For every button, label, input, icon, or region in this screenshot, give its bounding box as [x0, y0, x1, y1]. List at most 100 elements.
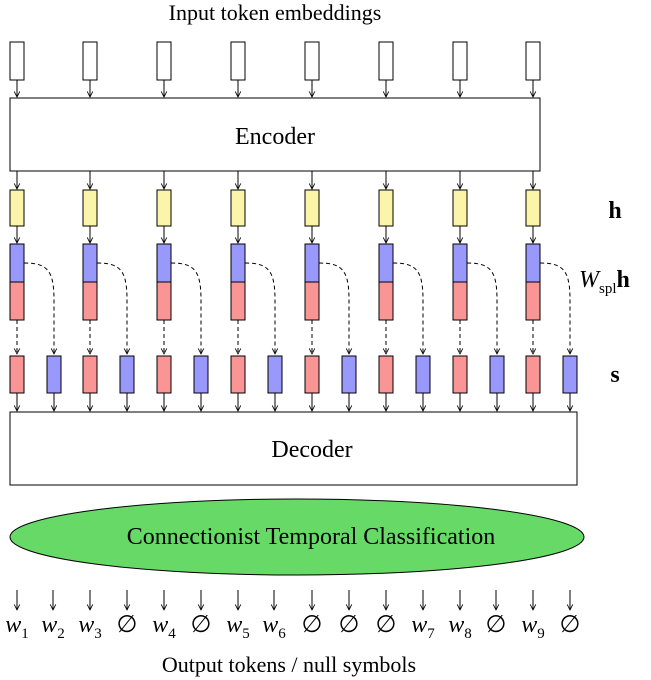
hidden-state-2	[82, 189, 98, 227]
output-token-base-1: w	[5, 612, 21, 638]
output-token-7: w5	[226, 612, 250, 642]
label-wsplh: Wsplh	[579, 267, 630, 297]
footer-output-tokens: Output tokens / null symbols	[162, 652, 416, 677]
s-red-7	[452, 355, 468, 394]
output-token-base-4: ∅	[117, 612, 138, 638]
output-token-10: ∅	[339, 612, 360, 638]
output-token-base-10: ∅	[339, 612, 360, 638]
dashed-routing	[17, 262, 570, 354]
input-embeddings	[9, 41, 541, 81]
input-embedding-box-7	[452, 41, 468, 81]
hidden-state-8	[525, 189, 541, 227]
output-token-base-9: ∅	[302, 612, 323, 638]
output-token-base-2: w	[41, 612, 57, 638]
input-embedding-box-2	[82, 41, 98, 81]
output-token-14: ∅	[486, 612, 507, 638]
output-token-base-3: w	[78, 612, 94, 638]
output-token-5: w4	[152, 612, 176, 642]
output-token-1: w1	[5, 612, 29, 642]
hidden-state-3	[156, 189, 172, 227]
split-blue-8	[525, 243, 541, 283]
output-token-sub-13: 8	[464, 626, 472, 642]
input-embedding-box-3	[156, 41, 172, 81]
output-token-base-14: ∅	[486, 612, 507, 638]
output-token-base-13: w	[448, 612, 464, 638]
label-s: s	[610, 362, 619, 388]
decoder-box	[9, 411, 578, 486]
output-token-6: ∅	[191, 612, 212, 638]
output-token-sub-2: 2	[57, 626, 65, 642]
connection-arrows	[17, 80, 570, 411]
split-sequence	[9, 355, 578, 394]
s-blue-7	[489, 355, 505, 394]
s-blue-8	[562, 355, 578, 394]
s-red-1	[9, 355, 25, 394]
output-token-sub-7: 5	[242, 626, 250, 642]
input-embedding-box-4	[230, 41, 246, 81]
split-blue-3	[156, 243, 172, 283]
split-blue-7	[452, 243, 468, 283]
decoder-label: Decoder	[271, 437, 352, 463]
output-token-sub-8: 6	[278, 626, 286, 642]
label-h: h	[608, 198, 621, 224]
output-token-sub-1: 1	[21, 626, 29, 642]
input-embedding-box-6	[378, 41, 394, 81]
split-blue-2	[82, 243, 98, 283]
dashed-blue-route-7	[466, 262, 497, 354]
split-blue-4	[230, 243, 246, 283]
output-token-16: ∅	[560, 612, 581, 638]
split-blue-6	[378, 243, 394, 283]
s-red-4	[230, 355, 246, 394]
dashed-blue-route-2	[96, 262, 127, 354]
output-token-base-15: w	[521, 612, 537, 638]
s-red-8	[525, 355, 541, 394]
input-embedding-box-1	[9, 41, 25, 81]
hidden-states	[9, 189, 541, 227]
dashed-blue-route-8	[539, 262, 570, 354]
output-token-sub-3: 3	[94, 626, 102, 642]
hidden-state-1	[9, 189, 25, 227]
split-red-6	[378, 281, 394, 321]
output-token-sub-12: 7	[427, 626, 435, 642]
s-red-5	[304, 355, 320, 394]
s-red-2	[82, 355, 98, 394]
output-token-9: ∅	[302, 612, 323, 638]
hidden-state-7	[452, 189, 468, 227]
output-token-base-12: w	[411, 612, 427, 638]
output-token-11: ∅	[376, 612, 397, 638]
output-token-base-8: w	[262, 612, 278, 638]
split-blue-5	[304, 243, 320, 283]
s-blue-1	[46, 355, 62, 394]
hidden-state-4	[230, 189, 246, 227]
output-token-4: ∅	[117, 612, 138, 638]
label-w: W	[579, 267, 601, 293]
split-blue-1	[9, 243, 25, 283]
output-token-13: w8	[448, 612, 472, 642]
encoder-box	[9, 97, 541, 172]
ctc-label: Connectionist Temporal Classification	[127, 524, 495, 550]
split-red-7	[452, 281, 468, 321]
ctc-ellipse	[9, 498, 585, 576]
split-red-8	[525, 281, 541, 321]
split-red-2	[82, 281, 98, 321]
hidden-state-5	[304, 189, 320, 227]
s-blue-5	[341, 355, 357, 394]
input-embedding-box-5	[304, 41, 320, 81]
dashed-blue-route-6	[392, 262, 423, 354]
output-token-12: w7	[411, 612, 435, 642]
dashed-blue-route-5	[318, 262, 349, 354]
dashed-blue-route-3	[170, 262, 201, 354]
s-blue-6	[415, 355, 431, 394]
output-token-15: w9	[521, 612, 545, 642]
hidden-state-6	[378, 189, 394, 227]
split-projections	[9, 243, 541, 321]
output-token-base-7: w	[226, 612, 242, 638]
input-embedding-box-8	[525, 41, 541, 81]
label-w-h: h	[617, 267, 630, 293]
s-red-3	[156, 355, 172, 394]
encoder-label: Encoder	[235, 124, 315, 150]
title-input-token-embeddings: Input token embeddings	[169, 0, 382, 25]
split-red-3	[156, 281, 172, 321]
